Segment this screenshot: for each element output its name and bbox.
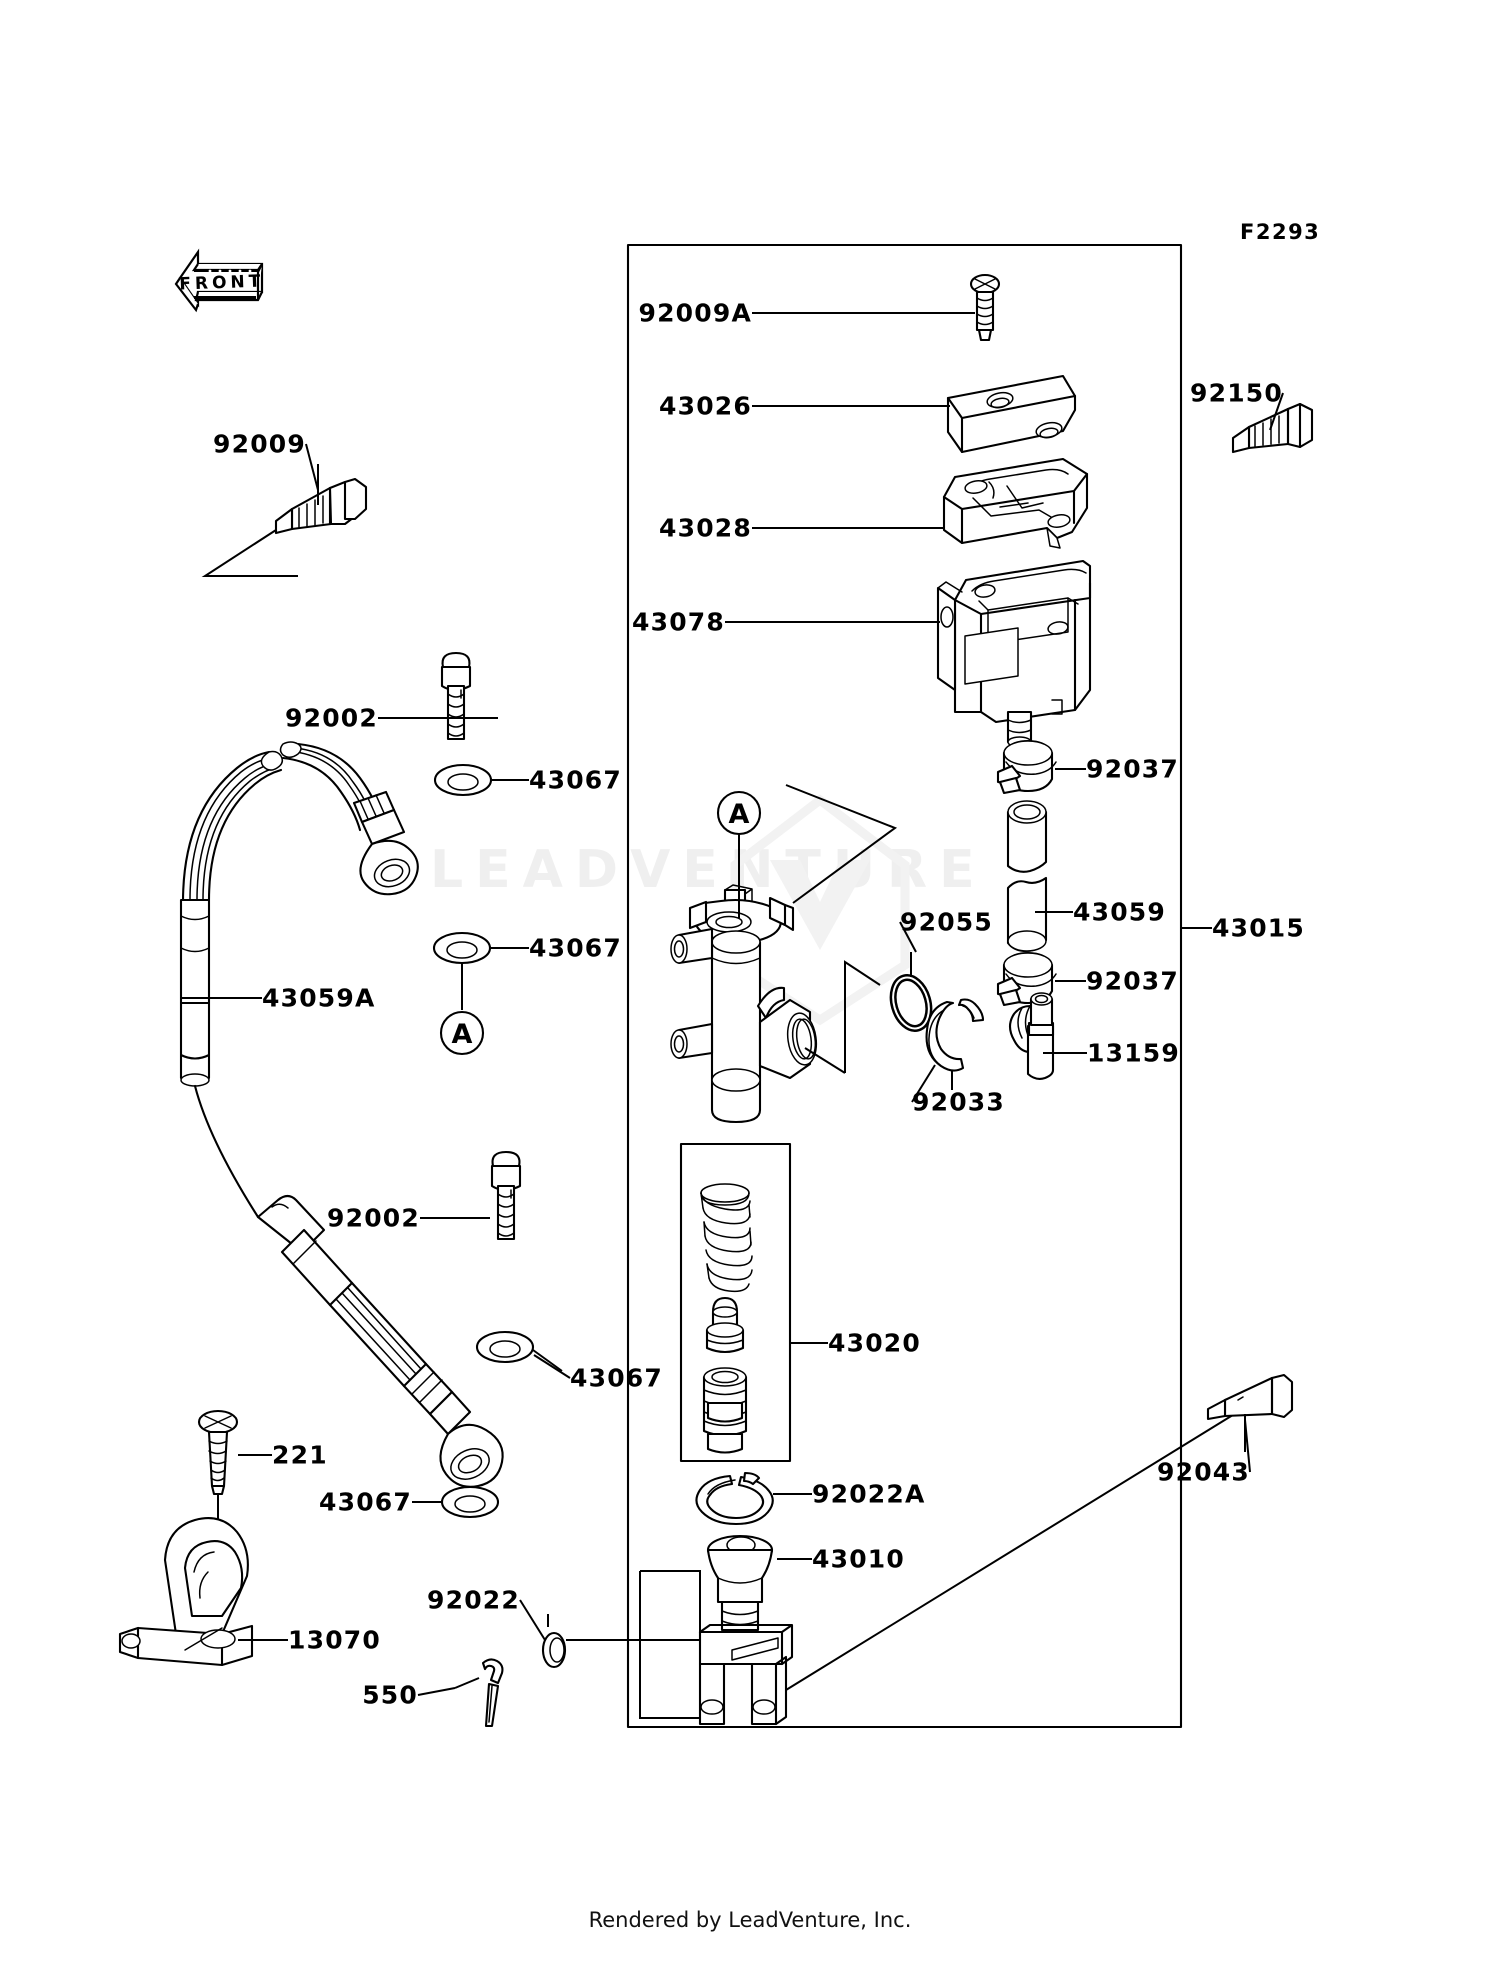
piston-kit-piston [702,1367,748,1437]
assembly-group-box [626,243,1183,1729]
part-label-43020[interactable]: 43020 [828,1328,921,1358]
part-92150-bolt [1231,402,1314,454]
part-43010-push-rod [698,1534,800,1726]
part-43059A-brake-hose [179,741,419,1087]
figure-id: F2293 [1240,220,1321,244]
part-label-43078[interactable]: 43078 [632,607,725,637]
leader-line-550 [417,1687,456,1696]
part-label-92002[interactable]: 92002 [327,1203,420,1233]
leader-chevron-lower [804,960,881,1074]
part-label-92037[interactable]: 92037 [1086,966,1179,996]
part-label-43010[interactable]: 43010 [812,1544,905,1574]
leader-line-92022 [519,1599,546,1641]
part-43015-cylinder-body [670,884,818,1124]
part-43067-washer-upper-a [433,763,520,797]
part-92002-banjo-bolt-lower [456,1150,522,1241]
part-label-43067[interactable]: 43067 [529,933,622,963]
leader-line-92009 [305,443,319,491]
part-43059-hose-upper [1006,800,1048,873]
part-brake-hose-lower-assembly [193,1084,504,1488]
part-92033-snap-ring [925,998,985,1090]
part-label-43015[interactable]: 43015 [1212,913,1305,943]
part-92022A-circlip [695,1471,800,1526]
part-label-92037[interactable]: 92037 [1086,754,1179,784]
section-marker-a-lower: A [439,1010,485,1056]
footer-credit: Rendered by LeadVenture, Inc. [588,1908,912,1932]
svg-text:FRONT: FRONT [179,272,265,295]
part-92037-clamp-upper [996,739,1057,795]
part-label-43028[interactable]: 43028 [659,513,752,543]
part-13159-hose-joint [1008,992,1055,1080]
part-label-92009A[interactable]: 92009A [638,298,752,328]
svg-text:A: A [729,799,750,830]
part-92002-banjo-bolt-upper [440,651,498,741]
part-label-92055[interactable]: 92055 [900,907,993,937]
part-92043-pin [1206,1373,1294,1452]
part-label-43067[interactable]: 43067 [570,1363,663,1393]
section-marker-a-upper: A [716,790,762,918]
part-label-92033[interactable]: 92033 [912,1087,1005,1117]
label-leader-lines [228,312,1284,1696]
piston-kit-cup-seal [705,1296,745,1354]
part-43059-hose-lower [1006,876,1048,953]
part-label-92022A[interactable]: 92022A [812,1479,926,1509]
piston-kit-spring [700,1183,753,1293]
part-label-43059[interactable]: 43059 [1073,897,1166,927]
part-43026-reservoir-cap [946,374,1077,454]
part-label-43026[interactable]: 43026 [659,391,752,421]
leader-line-43067 [533,1354,571,1379]
leader-line-92043 [1244,1419,1251,1473]
part-550-cotter-pin [454,1658,504,1728]
part-92055-o-ring [889,952,933,1032]
part-92022-washer [541,1614,567,1669]
part-label-92009[interactable]: 92009 [213,429,306,459]
part-label-92002[interactable]: 92002 [285,703,378,733]
part-label-550[interactable]: 550 [362,1680,418,1710]
part-43078-reservoir-body [936,559,1092,760]
part-label-13159[interactable]: 13159 [1087,1038,1180,1068]
part-92009-screw [201,464,368,577]
svg-text:A: A [452,1019,473,1050]
part-label-92043[interactable]: 92043 [1157,1457,1250,1487]
leader-92043-to-clevis [785,1409,1242,1691]
part-label-13070[interactable]: 13070 [288,1625,381,1655]
part-label-43067[interactable]: 43067 [319,1487,412,1517]
part-92009A-screw [969,273,1001,342]
part-label-92150[interactable]: 92150 [1190,378,1283,408]
part-label-221[interactable]: 221 [272,1440,328,1470]
part-label-43059A[interactable]: 43059A [262,983,376,1013]
part-label-92022[interactable]: 92022 [427,1585,520,1615]
leader-chevron-clevis [566,1570,701,1719]
part-13070-hose-guide [118,1517,268,1667]
leader-chevron-upper [785,784,898,904]
part-43067-washer-lower-a [475,1330,563,1372]
front-direction-icon: FRONT [174,248,265,313]
leader-line-92150 [1269,392,1284,431]
part-label-43067[interactable]: 43067 [529,765,622,795]
piston-kit-lower-seal [706,1401,744,1454]
part-43067-washer-upper-b [432,931,520,1010]
part-43020-piston-kit [679,1142,792,1463]
part-43028-diaphragm [942,457,1089,549]
part-92037-clamp-lower [996,951,1057,1007]
leader-line-92055 [899,921,917,953]
leader-line-92033 [911,1064,936,1103]
